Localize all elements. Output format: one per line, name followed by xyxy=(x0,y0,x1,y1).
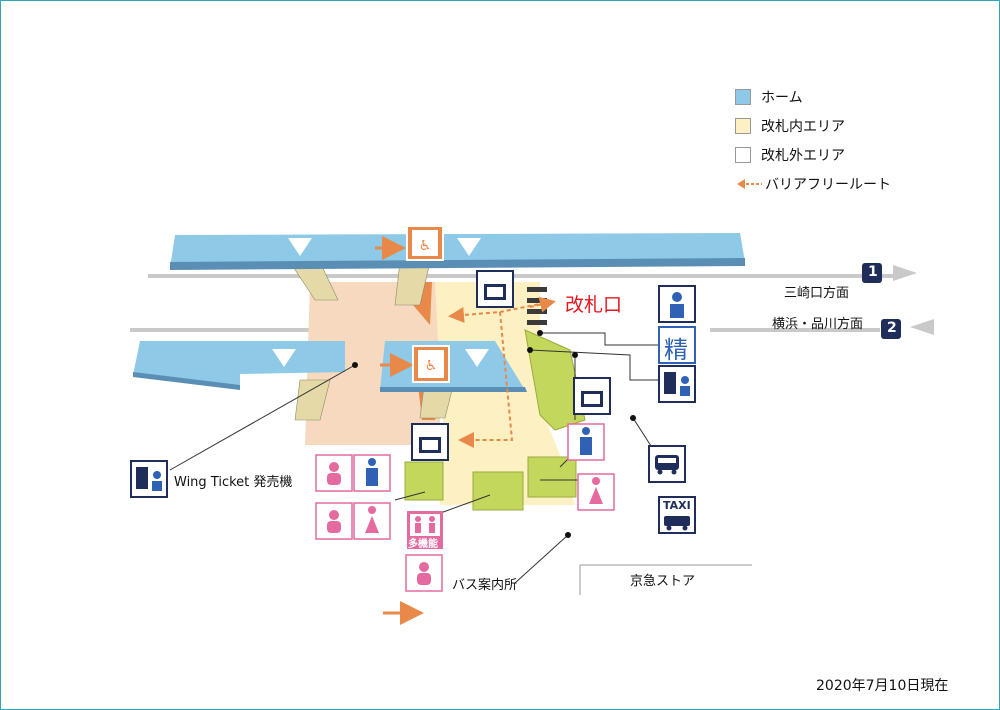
legend-inside-gate-swatch xyxy=(735,118,751,134)
track1-direction: 三崎口方面 xyxy=(784,286,850,301)
ticket-gates xyxy=(527,287,547,325)
bus-icon xyxy=(648,445,686,483)
coin-locker-icon xyxy=(476,270,514,308)
stairs xyxy=(289,261,456,421)
legend-barrier-free: バリアフリールート xyxy=(735,174,891,194)
mens-toilet-icon xyxy=(567,423,605,461)
legend-outside-gate-swatch xyxy=(735,147,751,163)
mens-toilet-icon xyxy=(353,454,391,492)
track2-badge xyxy=(881,319,901,339)
leader-dots xyxy=(352,330,636,538)
legend-platform: ホーム xyxy=(735,87,803,107)
station-staff-icon xyxy=(658,285,696,323)
platform-lower-edge xyxy=(133,372,527,392)
legend-outside-gate-label: 改札外エリア xyxy=(761,148,845,164)
track2-direction: 横浜・品川方面 xyxy=(772,317,864,332)
legend-platform-swatch xyxy=(735,89,751,105)
legend-barrier-free-arrow xyxy=(737,179,762,189)
track1-arrow xyxy=(893,265,917,281)
coin-locker-icon xyxy=(411,423,449,461)
fare-adjustment-icon xyxy=(658,326,696,364)
taxi-icon xyxy=(658,496,696,534)
track2-arrow xyxy=(910,319,934,335)
legend-outside-gate: 改札外エリア xyxy=(735,145,845,165)
platform-upper-edge xyxy=(170,258,745,270)
taxi-label: TAXI xyxy=(663,499,691,512)
multipurpose-label: 多機能 xyxy=(408,539,438,550)
track2-number: 2 xyxy=(887,320,897,336)
bus-info-label: バス案内所 xyxy=(452,578,518,593)
multipurpose-toilet-icon xyxy=(407,511,443,549)
gate-label: 改札口 xyxy=(565,294,623,316)
store-label: 京急ストア xyxy=(630,574,696,589)
ticket-machine-icon xyxy=(658,365,696,403)
track1-number: 1 xyxy=(868,264,878,280)
legend-barrier-free-label: バリアフリールート xyxy=(765,177,891,193)
legend-platform-label: ホーム xyxy=(761,90,803,106)
womens-toilet-icon xyxy=(353,502,391,540)
elevator-icon: ♿ xyxy=(412,345,450,383)
outside-facilities xyxy=(404,329,586,511)
barrier-free-arrows-solid xyxy=(375,236,424,625)
legend-inside-gate: 改札内エリア xyxy=(735,116,845,136)
womens-toilet-icon xyxy=(577,473,615,511)
baby-care-icon xyxy=(405,554,443,592)
svg-text:♿: ♿ xyxy=(419,238,432,254)
outside-concourse xyxy=(305,282,440,445)
wing-ticket-label: Wing Ticket 発売機 xyxy=(174,475,293,490)
date-label: 2020年7月10日現在 xyxy=(816,678,949,694)
track1-badge xyxy=(862,263,882,283)
stair-markers xyxy=(272,238,489,367)
baby-care-icon xyxy=(315,454,353,492)
baby-care-icon xyxy=(315,502,353,540)
coin-locker-icon xyxy=(573,377,611,415)
legend-inside-gate-label: 改札内エリア xyxy=(761,119,845,135)
store-outline xyxy=(579,564,752,595)
elevator-icon: ♿ xyxy=(406,225,444,261)
ticket-machine-icon xyxy=(130,460,168,498)
svg-text:♿: ♿ xyxy=(425,358,438,374)
barrier-free-arrow-to-gate xyxy=(529,296,556,313)
fare-adjust-label: 精 xyxy=(664,336,688,364)
